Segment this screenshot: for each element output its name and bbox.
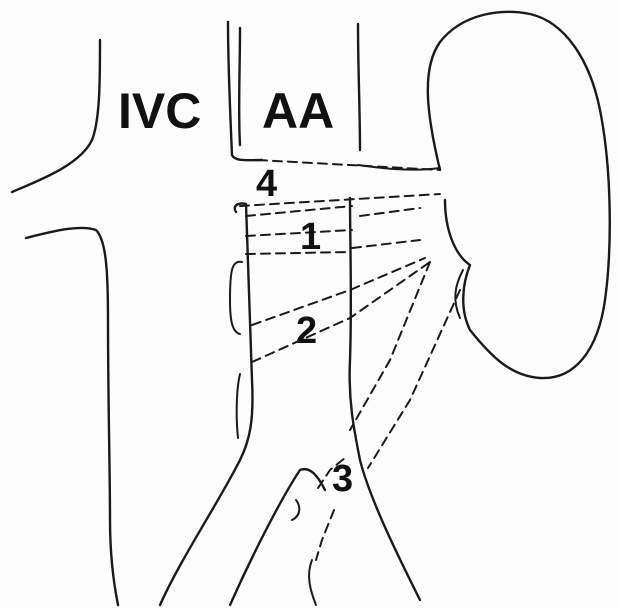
aorta-left-wall [160,203,253,605]
dash-1-right-a [360,208,420,216]
ivc-aa-divider-1 [228,22,262,160]
kidney-outline [428,12,610,378]
region-1-label: 1 [300,218,321,256]
dash-4-upper [258,160,440,170]
dash-3-right [368,290,460,468]
ivc-label: IVC [118,86,201,136]
region-4-label: 4 [256,165,277,203]
dash-3-inner [316,510,334,560]
left-vessel-stub-lower [237,374,240,438]
ivc-left-wall [12,40,100,192]
dash-1-mid [246,230,352,236]
iliac-inner-left [292,500,299,520]
dash-1-right-b [352,240,420,248]
dash-1-lower [246,252,350,254]
aa-label: AA [262,86,334,136]
dash-2-lower [252,262,430,362]
dash-3-left [350,262,430,430]
aa-right-wall [358,24,360,150]
left-vessel-stub-upper [230,262,242,334]
ivc-lower-left-wall [26,228,118,605]
iliac-inner-right [309,560,316,605]
region-2-label: 2 [296,312,317,350]
dash-2-upper [252,258,425,325]
region-3-label: 3 [332,460,353,498]
ivc-aa-divider-2 [239,28,240,145]
dash-1-upper [246,206,352,216]
